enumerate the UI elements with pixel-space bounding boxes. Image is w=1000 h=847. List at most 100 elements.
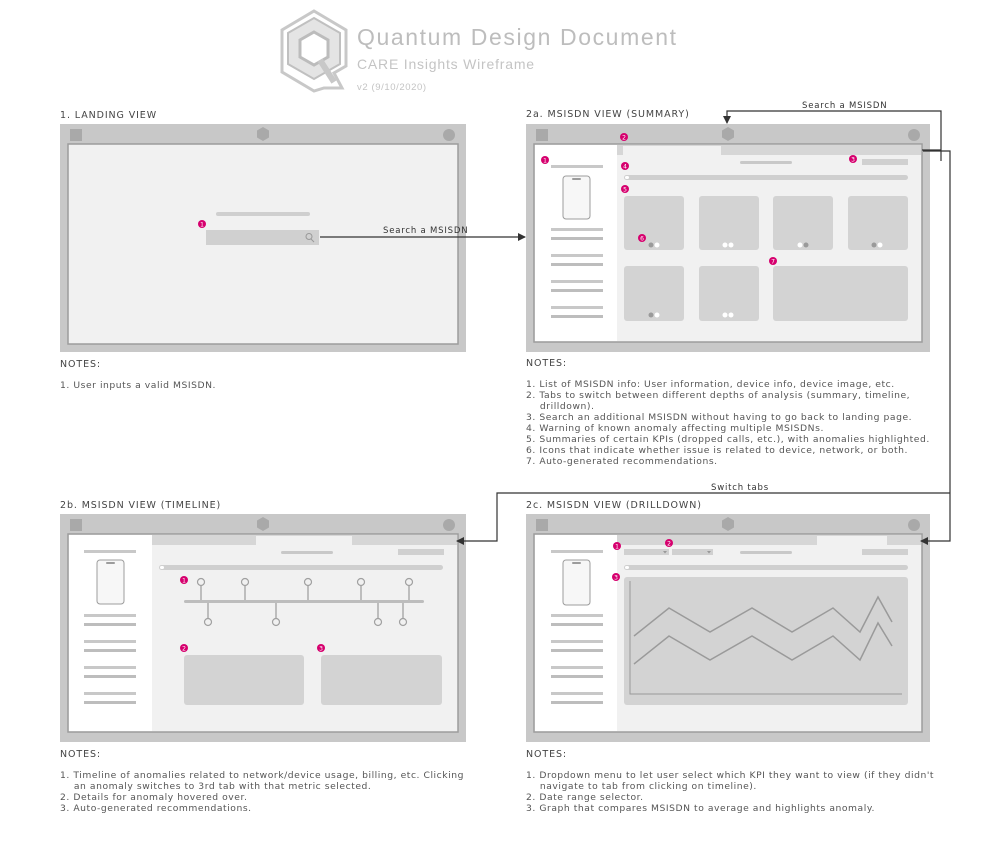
graph-axes [629,581,902,695]
chevron-down-icon [707,551,711,554]
window-circle-icon [908,129,920,141]
msisdn-line [633,621,893,665]
marker-5 [621,185,629,193]
notes-list: 1. List of MSISDN info: User information… [526,379,930,467]
issue-icon [722,312,728,318]
svg-text:7: 7 [771,259,775,266]
note-item: an anomaly switches to 3rd tab with that… [60,781,372,792]
notes-heading: NOTES: [60,359,102,370]
note-item: 2. Tabs to switch between different dept… [526,390,911,401]
issue-icon [648,242,654,248]
anomaly-warning-bar [624,565,908,570]
svg-text:1: 1 [543,158,547,165]
timeline-view-label: 2b. MSISDN VIEW (TIMELINE) [60,500,222,511]
search-icon [305,233,313,240]
chevron-down-icon [663,551,667,554]
landing-view-label: 1. LANDING VIEW [60,110,158,121]
kpi-card [848,196,908,250]
svg-text:1: 1 [182,578,186,585]
notes-heading: NOTES: [526,749,568,760]
landing-notes: NOTES: 1. User inputs a valid MSISDN. [60,359,216,391]
timeline-axis [184,600,424,603]
marker-6 [638,234,646,242]
note-item: 7. Auto-generated recommendations. [526,456,718,467]
marker-4 [621,162,629,170]
svg-text:3: 3 [614,575,618,582]
drilldown-view-label: 2c. MSISDN VIEW (DRILLDOWN) [526,500,702,511]
anomaly-event [203,617,213,627]
issue-icon [797,242,803,248]
anomaly-event [404,577,414,587]
window-circle-icon [908,519,920,531]
device-image [562,559,591,606]
note-item: 2. Details for anomaly hovered over. [60,792,248,803]
kpi-card [699,266,759,321]
notes-list: 1. Timeline of anomalies related to netw… [60,770,464,814]
search-title-placeholder [216,212,310,216]
issue-icon [722,242,728,248]
svg-text:5: 5 [623,187,627,194]
anomaly-event [196,577,206,587]
page-title-placeholder [281,551,333,554]
kpi-card [624,266,684,321]
device-image [96,559,125,605]
issue-icon [654,242,660,248]
svg-text:2: 2 [667,541,671,548]
page-title-placeholder [740,161,792,164]
note-item: 1. User inputs a valid MSISDN. [60,380,217,391]
anomaly-event [303,577,313,587]
notes-list: 1. Dropdown menu to let user select whic… [526,770,934,814]
kpi-card [773,196,833,250]
issue-icon [871,242,877,248]
timeline-wireframe: 1 2 3 [60,514,466,742]
extra-search-input [398,549,444,555]
anomaly-warning-bar [624,175,908,180]
device-image [562,175,591,220]
kpi-card [699,196,759,250]
issue-icon [654,312,660,318]
note-item: 3. Graph that compares MSISDN to average… [526,803,875,814]
marker-1 [180,576,188,584]
markers: 1 2 3 4 5 6 7 [541,133,857,266]
info-sidebar [535,145,617,341]
marker-3 [317,644,325,652]
drilldown-notes: NOTES: 1. Dropdown menu to let user sele… [526,749,934,814]
notes-heading: NOTES: [526,358,568,369]
anomaly-event [373,617,383,627]
note-item: 1. Timeline of anomalies related to netw… [60,770,464,781]
comparison-graph [624,577,908,705]
note-item: 1. List of MSISDN info: User information… [526,379,895,390]
marker-2 [180,644,188,652]
window-square-icon [536,519,548,531]
active-tab [623,146,721,155]
svg-text:3: 3 [851,157,855,164]
note-item: 3. Search an additional MSISDN without h… [526,412,913,423]
note-item: drilldown). [526,401,595,412]
svg-text:4: 4 [623,164,627,171]
note-item: 2. Date range selector. [526,792,644,803]
issue-icon [648,312,654,318]
note-item: 5. Summaries of certain KPIs (dropped ca… [526,434,930,445]
search-input [206,230,319,245]
anomaly-event [356,577,366,587]
anomaly-event [240,577,250,587]
note-item: 4. Warning of known anomaly affecting mu… [526,423,824,434]
note-item: 6. Icons that indicate whether issue is … [526,445,908,456]
note-item: 1. Dropdown menu to let user select whic… [526,770,935,781]
summary-notes: NOTES: 1. List of MSISDN info: User info… [526,358,930,467]
issue-icon [877,242,883,248]
window-square-icon [536,129,548,141]
svg-text:2: 2 [182,646,186,653]
extra-search-input [862,549,908,555]
document-version: v2 (9/10/2020) [357,82,427,93]
average-line [633,595,893,637]
document-title: Quantum Design Document [357,24,678,50]
active-tab [817,536,887,545]
window-square-icon [70,129,82,141]
marker-1 [541,156,549,164]
svg-text:1: 1 [615,544,619,551]
document-subtitle: CARE Insights Wireframe [357,56,535,72]
anomaly-event [271,617,281,627]
recommendations-card [773,266,908,321]
date-range-dropdown [672,549,713,555]
